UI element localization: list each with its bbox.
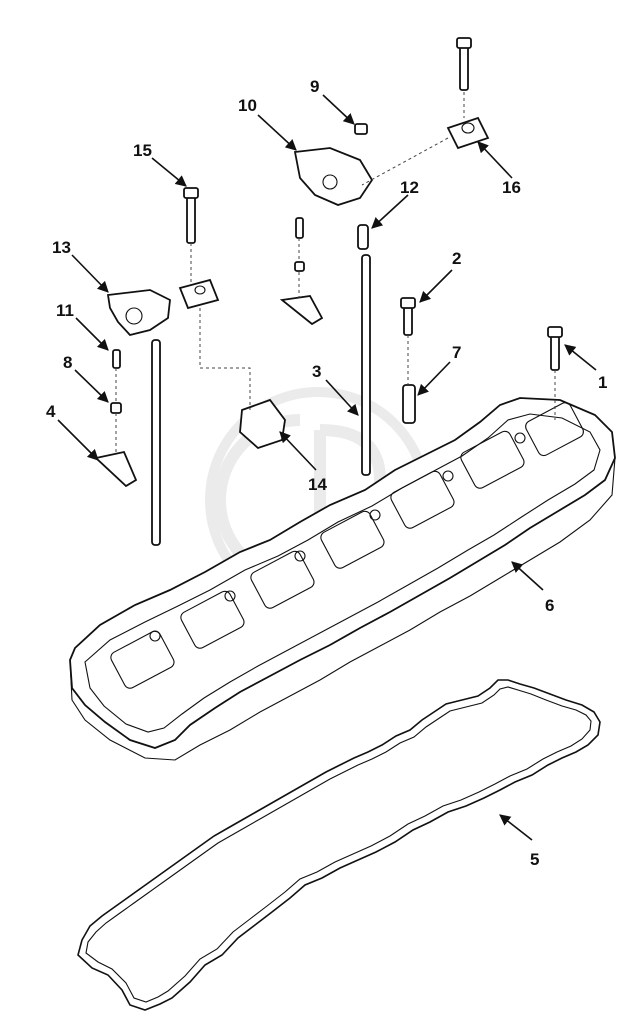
- callout-7: 7: [452, 343, 461, 362]
- valve-cover-gasket: [77, 679, 601, 1011]
- capscrew: [183, 37, 563, 371]
- callout-2: 2: [452, 249, 461, 268]
- callout-12: 12: [400, 178, 419, 197]
- rocker-shaft: [178, 116, 490, 310]
- callout-11: 11: [56, 301, 74, 320]
- callout-15: 15: [133, 141, 152, 160]
- callout-16: 16: [502, 178, 521, 197]
- rocker-arm: [106, 147, 374, 337]
- callout-3: 3: [312, 362, 321, 381]
- alignment-lines: [115, 92, 556, 455]
- callout-13: 13: [52, 238, 71, 257]
- push-rod: [151, 254, 371, 546]
- callout-labels: 1 2 3 4 5 6 7 8 9 10 11 12 13 14 15 16: [46, 77, 607, 869]
- callout-9: 9: [310, 77, 319, 96]
- leader-lines: [57, 94, 597, 841]
- callout-4: 4: [46, 402, 56, 421]
- callout-14: 14: [308, 475, 327, 494]
- callout-6: 6: [545, 596, 554, 615]
- small-hardware: [94, 123, 416, 488]
- callout-10: 10: [238, 96, 257, 115]
- callout-8: 8: [63, 353, 72, 372]
- rocker-housing: [69, 397, 616, 761]
- callout-5: 5: [530, 850, 539, 869]
- callout-1: 1: [598, 373, 607, 392]
